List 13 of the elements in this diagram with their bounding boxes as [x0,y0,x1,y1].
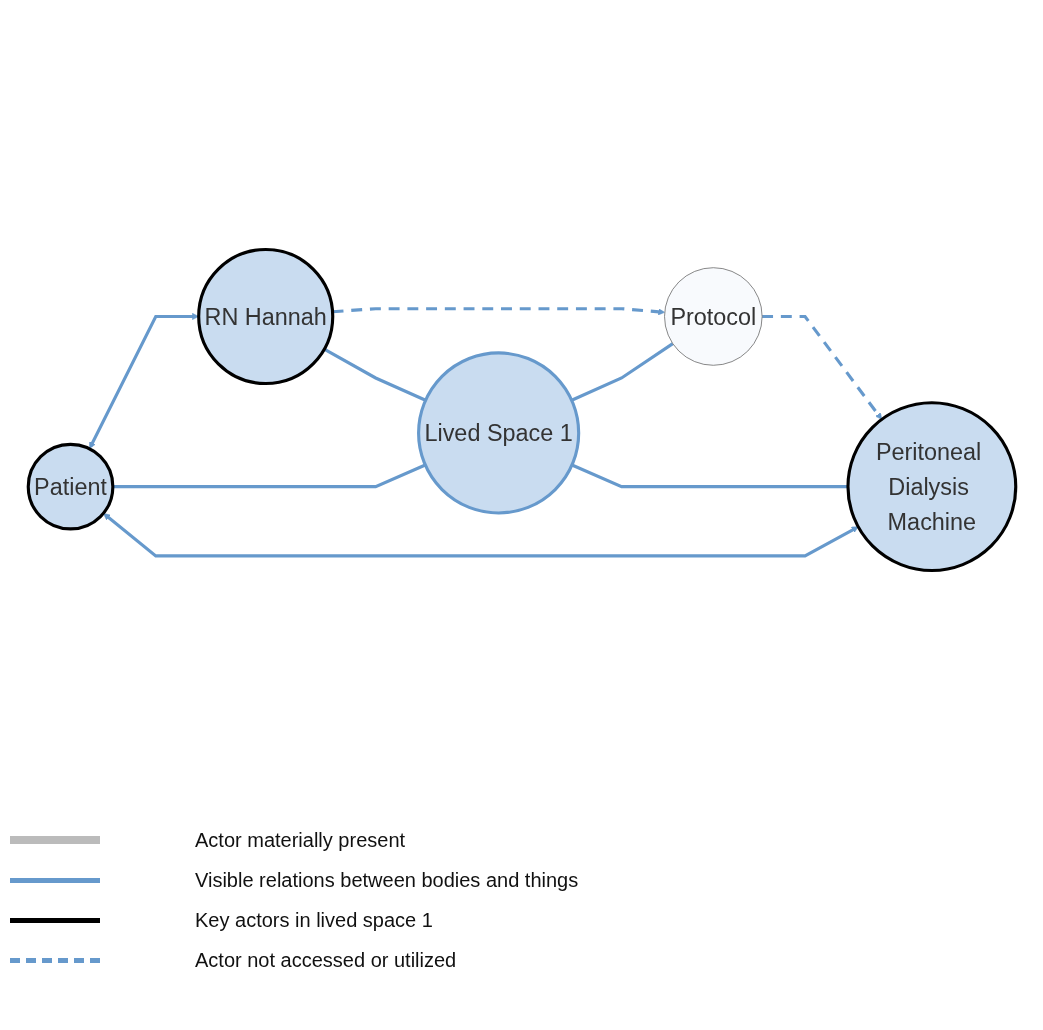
node-circle [845,401,1017,573]
legend-text: Actor not accessed or utilized [195,948,457,972]
legend-text: Actor materially present [195,828,406,852]
arrow [761,314,882,420]
legend-text: Key actors in lived space 1 [195,908,433,932]
connector [570,342,674,402]
node-circle [196,247,334,386]
diagram: RN Hannah Patient Lived Space 1 Protocol Peritoneal Dialysis Machine [21,0,1022,820]
legend-text: Visible relations between bodies and things [195,868,579,892]
node-circle [663,267,762,366]
arrow [102,513,859,558]
node-circle [416,351,580,515]
node-circle [26,442,114,531]
